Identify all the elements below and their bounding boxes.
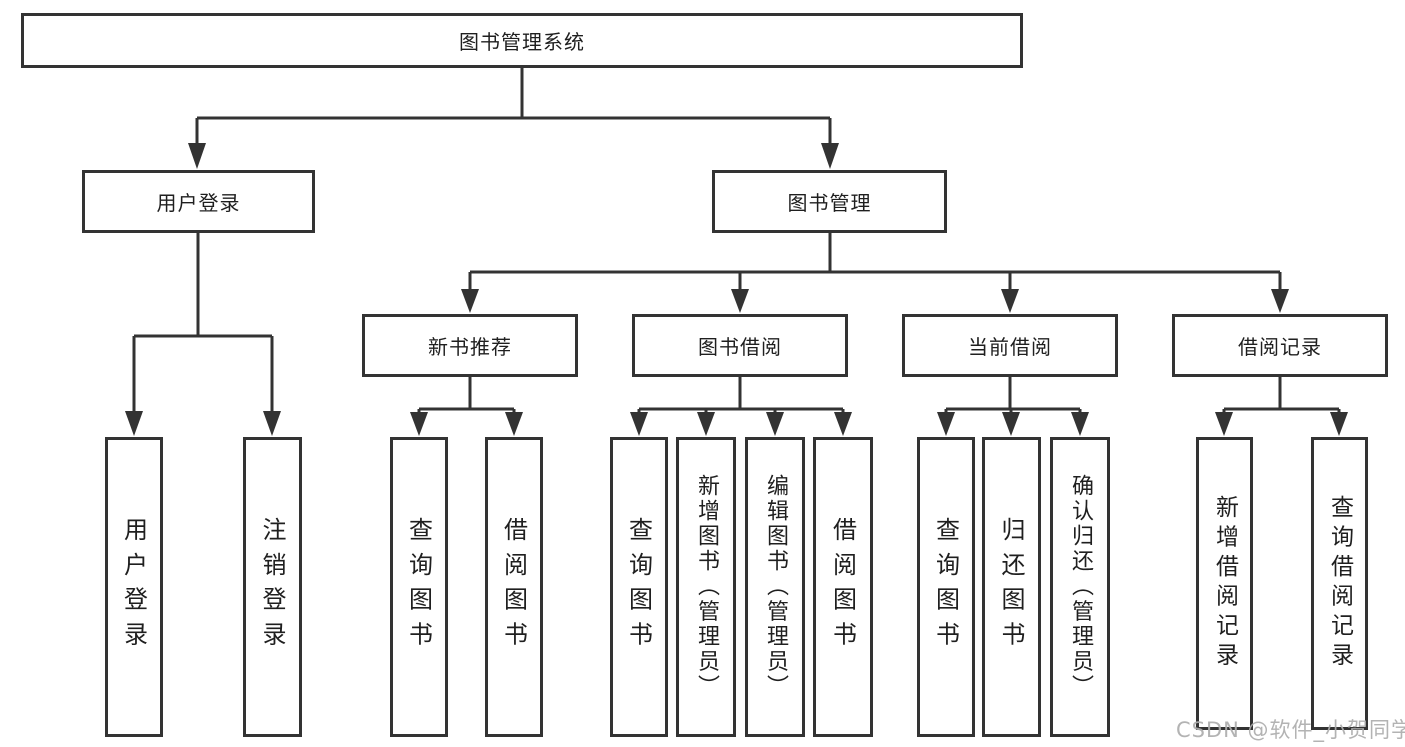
leaf-query-books-recommend: 查询图书: [390, 437, 448, 737]
arrow-down-icon: [1071, 412, 1089, 436]
arrow-down-icon: [1330, 412, 1348, 436]
node-label: 查询图书: [624, 517, 653, 657]
arrow-down-icon: [1001, 289, 1019, 313]
leaf-logout: 注销登录: [243, 437, 302, 737]
node-label: 用户登录: [156, 191, 241, 215]
node-new-book-recommend: 新书推荐: [362, 314, 578, 377]
connector-borrow-record-group: [1222, 377, 1341, 414]
arrow-down-icon: [731, 289, 749, 313]
node-user-login: 用户登录: [82, 170, 315, 233]
node-label: 查询图书: [931, 517, 960, 657]
node-label: 归还图书: [997, 517, 1025, 657]
csdn-watermark: CSDN @软件_小贺同学: [1176, 718, 1405, 742]
leaf-borrow-books-recommend: 借阅图书: [485, 437, 543, 737]
node-current-borrow: 当前借阅: [902, 314, 1118, 377]
arrowheads: [125, 143, 1348, 436]
leaf-query-borrow-record: 查询借阅记录: [1311, 437, 1368, 730]
node-label: 新书推荐: [428, 335, 512, 359]
node-label: 图书借阅: [698, 335, 782, 359]
arrow-down-icon: [1271, 289, 1289, 313]
node-label: 新增图书（管理员）: [694, 474, 719, 700]
node-label: 查询图书: [404, 517, 433, 657]
node-label: 确认归还（管理员）: [1068, 474, 1093, 700]
connector-current-borrow-group: [944, 377, 1082, 414]
connector-user-login-group: [132, 233, 274, 413]
leaf-edit-books-admin: 编辑图书（管理员）: [745, 437, 805, 737]
node-label: 借阅记录: [1238, 335, 1322, 359]
node-label: 用户登录: [119, 517, 148, 657]
arrow-down-icon: [188, 143, 206, 169]
node-label: 图书管理: [787, 191, 872, 215]
arrow-down-icon: [263, 411, 281, 436]
leaf-confirm-return-admin: 确认归还（管理员）: [1050, 437, 1110, 737]
arrow-down-icon: [821, 143, 839, 169]
node-label: 查询借阅记录: [1326, 495, 1353, 672]
node-label: 注销登录: [258, 517, 286, 657]
node-label: 借阅图书: [499, 517, 528, 657]
node-borrow-record: 借阅记录: [1172, 314, 1388, 377]
arrow-down-icon: [505, 412, 523, 436]
leaf-query-books-borrow: 查询图书: [610, 437, 668, 737]
node-label: 图书管理系统: [459, 30, 585, 54]
connector-root-to-level2: [195, 68, 832, 146]
leaf-return-books: 归还图书: [982, 437, 1041, 737]
arrow-down-icon: [834, 412, 852, 436]
arrow-down-icon: [1215, 412, 1233, 436]
connector-new-book-group: [417, 377, 516, 414]
arrow-down-icon: [937, 412, 955, 436]
node-label: 当前借阅: [968, 335, 1052, 359]
node-book-borrow: 图书借阅: [632, 314, 848, 377]
node-label: 借阅图书: [828, 517, 857, 657]
node-label: 编辑图书（管理员）: [763, 474, 788, 700]
arrow-down-icon: [1002, 412, 1020, 436]
node-root-system: 图书管理系统: [21, 13, 1023, 68]
leaf-query-books-current: 查询图书: [917, 437, 975, 737]
leaf-borrow-books: 借阅图书: [813, 437, 873, 737]
leaf-user-login: 用户登录: [105, 437, 163, 737]
arrow-down-icon: [410, 412, 428, 436]
arrow-down-icon: [766, 412, 784, 436]
node-label: 新增借阅记录: [1211, 495, 1238, 672]
arrow-down-icon: [125, 411, 143, 436]
leaf-add-books-admin: 新增图书（管理员）: [676, 437, 736, 737]
arrow-down-icon: [461, 289, 479, 313]
arrow-down-icon: [697, 412, 715, 436]
arrow-down-icon: [630, 412, 648, 436]
connector-book-borrow-group: [637, 377, 845, 414]
leaf-add-borrow-record: 新增借阅记录: [1196, 437, 1253, 730]
connector-book-management-group: [468, 233, 1282, 292]
node-book-management: 图书管理: [712, 170, 947, 233]
